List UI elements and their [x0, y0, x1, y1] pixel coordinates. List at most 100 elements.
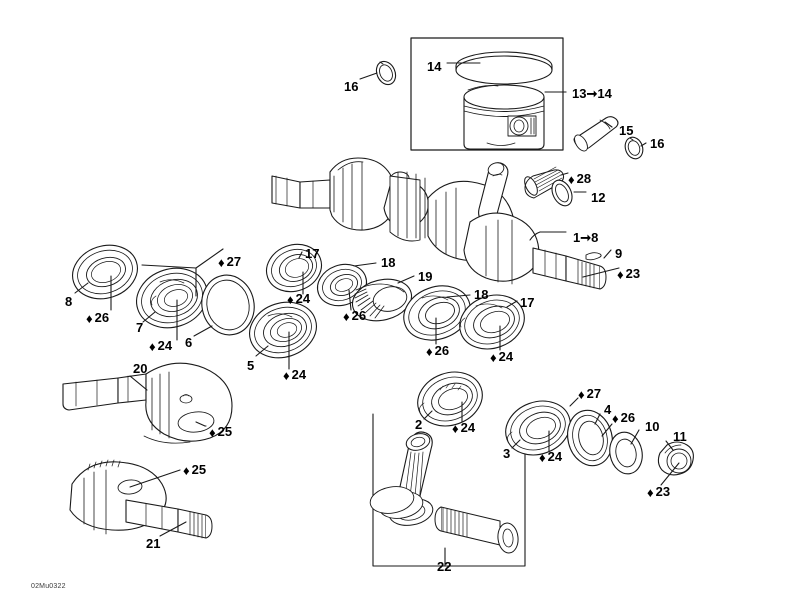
drive-gear-19 [351, 278, 413, 322]
marker-icon: ♦ [578, 387, 585, 402]
marker-icon: ♦ [647, 485, 654, 500]
callout-28: ♦28 [568, 171, 592, 187]
leader-11 [665, 440, 674, 451]
callout-15: 15 [619, 123, 634, 138]
callout-27a: ♦27 [218, 254, 242, 270]
drawing-code: 02Mu0322 [31, 583, 66, 590]
leader-6 [193, 325, 213, 337]
callout-19: 19 [418, 269, 433, 284]
leader-19 [397, 275, 415, 284]
marker-icon: ♦ [287, 292, 294, 307]
ball-bearing-7 [136, 267, 208, 329]
callout-24c: ♦24 [490, 349, 514, 365]
marker-icon: ♦ [86, 311, 93, 326]
leader-23a [582, 267, 620, 278]
leader-4 [594, 413, 601, 425]
callout-18a: 18 [381, 255, 396, 270]
marker-icon: ♦ [283, 368, 290, 383]
marker-icon: ♦ [209, 425, 216, 440]
callout-17a: 17 [305, 246, 320, 261]
callout-24d: ♦24 [283, 367, 307, 383]
leader-25b [129, 469, 181, 488]
callout-25a: ♦25 [209, 424, 233, 440]
bearing-17b [459, 294, 525, 350]
piston-pin-15 [573, 116, 619, 152]
callout-20: 20 [133, 361, 148, 376]
callout-8: 8 [65, 294, 73, 309]
leader-17a [298, 251, 303, 259]
callout-25b: ♦25 [183, 462, 207, 478]
bearing-26b [316, 263, 368, 307]
leader-18a [353, 262, 377, 267]
ball-bearing-5 [249, 301, 317, 359]
piston-pin-circlip-16a [375, 60, 397, 86]
callout-13-to-14: 13➞14 [572, 86, 612, 101]
leader-1-8 [529, 231, 567, 241]
marker-icon: ♦ [568, 172, 575, 187]
leader-23b [660, 462, 680, 486]
callout-23a: ♦23 [617, 266, 641, 282]
callout-3: 3 [503, 446, 511, 461]
callout-1-to-8: 1➞8 [573, 230, 599, 245]
leader-9 [603, 249, 612, 259]
shim-ring-6 [201, 274, 255, 336]
piston-body-13 [463, 84, 545, 150]
callout-26a: ♦26 [86, 310, 110, 326]
nut-11 [657, 441, 694, 476]
callout-7: 7 [136, 320, 144, 335]
leader-26b [348, 289, 352, 311]
callout-24e: ♦24 [452, 420, 476, 436]
callout-5: 5 [247, 358, 255, 373]
bearing-26c [403, 285, 471, 341]
callout-22: 22 [437, 559, 452, 574]
marker-icon: ♦ [343, 309, 350, 324]
leader-17b [506, 300, 518, 308]
thrust-washer-12 [551, 179, 573, 207]
callout-10: 10 [645, 419, 660, 434]
piston-pin-circlip-16b [624, 136, 644, 160]
callout-26c: ♦26 [426, 343, 450, 359]
callout-26b: ♦26 [343, 308, 367, 324]
leader-16b [640, 142, 647, 147]
callout-14: 14 [427, 59, 442, 74]
callout-11: 11 [673, 429, 687, 444]
callout-24b: ♦24 [149, 338, 173, 354]
leader-26d [601, 423, 613, 437]
bearing-3 [505, 400, 571, 456]
oil-seal-4 [567, 409, 613, 467]
leader-2 [423, 410, 433, 420]
leader-15 [604, 121, 613, 128]
leader-25a [195, 421, 206, 427]
leader-3 [511, 439, 521, 449]
marker-icon: ♦ [149, 339, 156, 354]
callout-16a: 16 [344, 79, 359, 94]
callout-16b: 16 [650, 136, 665, 151]
marker-icon: ♦ [183, 463, 190, 478]
piston-ring-14 [455, 51, 553, 85]
leader-8 [74, 282, 89, 294]
callout-27b: ♦27 [578, 386, 602, 402]
leader-20 [129, 375, 148, 391]
callout-6: 6 [185, 335, 193, 350]
marker-icon: ♦ [490, 350, 497, 365]
callout-12: 12 [591, 190, 606, 205]
woodruff-key-9 [585, 252, 602, 261]
marker-icon: ♦ [612, 411, 619, 426]
marker-icon: ♦ [218, 255, 225, 270]
callout-21: 21 [146, 536, 161, 551]
leader-18b [446, 294, 471, 298]
leader-5 [255, 345, 269, 357]
callout-26d: ♦26 [612, 410, 636, 426]
oil-seal-8 [72, 244, 138, 300]
connecting-rod-22 [369, 413, 526, 567]
crank-half-20 [62, 362, 233, 444]
marker-icon: ♦ [452, 421, 459, 436]
leader-21 [159, 521, 187, 537]
callout-24f: ♦24 [539, 449, 563, 465]
crank-half-21 [69, 459, 213, 539]
marker-icon: ♦ [539, 450, 546, 465]
marker-icon: ♦ [426, 344, 433, 359]
leader-28 [560, 172, 569, 176]
